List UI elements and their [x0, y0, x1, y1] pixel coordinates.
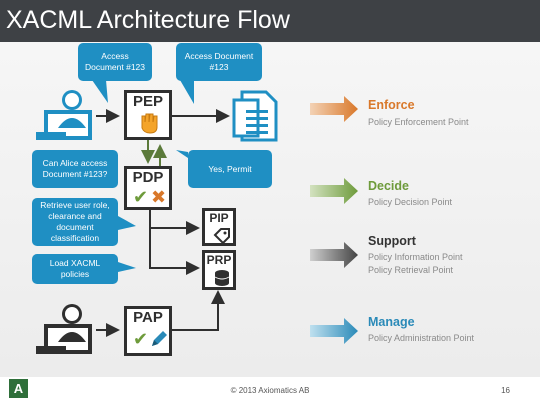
prp-box: PRP [202, 250, 236, 290]
document-icon [232, 90, 278, 142]
manage-arrow-icon [310, 316, 360, 346]
pdp-box: PDP ✔ ✖ [124, 166, 172, 210]
edit-check-icon: ✔ [133, 329, 149, 349]
hand-stop-icon [137, 111, 161, 135]
pencil-icon [149, 329, 169, 349]
page-title: XACML Architecture Flow [6, 6, 290, 34]
database-icon [214, 269, 230, 287]
pep-box: PEP [124, 90, 172, 140]
axiomatics-logo: A [9, 379, 28, 398]
legend-enforce-sub: Policy Enforcement Point [368, 117, 469, 127]
callout-can-alice-access: Can Alice access Document #123? [32, 150, 118, 188]
decide-arrow-icon [310, 176, 360, 206]
title-bar [0, 0, 540, 42]
pap-box: PAP ✔ [124, 306, 172, 356]
legend-manage-sub: Policy Administration Point [368, 333, 475, 343]
callout-yes-permit: Yes, Permit [188, 150, 272, 188]
enforce-arrow-icon [310, 94, 360, 124]
legend-manage-label: Manage [368, 315, 415, 329]
pap-to-prp-connector [172, 290, 225, 331]
pep-label: PEP [132, 93, 163, 110]
legend-decide-label: Decide [368, 179, 409, 193]
cross-icon: ✖ [151, 187, 167, 207]
pap-label: PAP [133, 309, 163, 326]
page-number: 16 [501, 386, 510, 395]
legend-enforce-label: Enforce [368, 98, 415, 112]
pdp-to-prp-connector [149, 228, 200, 275]
support-arrow-icon [310, 240, 360, 270]
legend-support-label: Support [368, 234, 416, 248]
legend-support-sub-1: Policy Information Point [368, 252, 463, 262]
admin-icon [36, 302, 98, 356]
legend-decide-sub: Policy Decision Point [368, 197, 453, 207]
user-icon [36, 88, 98, 142]
pdp-label: PDP [132, 169, 164, 186]
tag-icon [213, 227, 231, 243]
footer-copyright: © 2013 Axiomatics AB [230, 386, 310, 395]
footer [0, 377, 540, 405]
callout-access-document-right: Access Document #123 [176, 43, 262, 81]
prp-label: PRP [206, 253, 232, 267]
callout-load-policies: Load XACML policies [32, 254, 118, 284]
pip-label: PIP [209, 211, 229, 225]
callout-access-document-left: Access Document #123 [78, 43, 152, 81]
callout-retrieve-attributes: Retrieve user role, clearance and docume… [32, 198, 118, 246]
check-icon: ✔ [133, 187, 149, 207]
legend-support-sub-2: Policy Retrieval Point [368, 265, 454, 275]
pip-box: PIP [202, 208, 236, 246]
